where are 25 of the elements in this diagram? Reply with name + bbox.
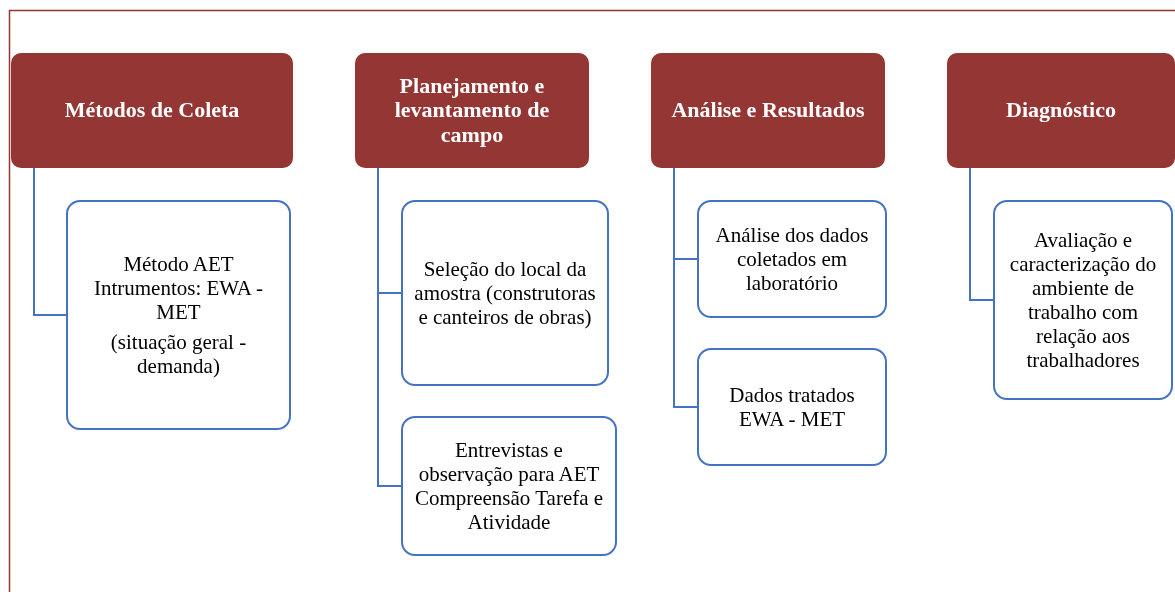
stage-header-box bbox=[11, 53, 293, 168]
task-box bbox=[401, 200, 609, 386]
task-box bbox=[697, 348, 887, 466]
connector-line bbox=[673, 167, 698, 408]
task-text: Entrevistas e observação para AET Compreensão Tarefa e Atividade bbox=[413, 437, 605, 535]
task-text: Seleção do local da amostra (construtoras e canteiros de obras) bbox=[413, 256, 597, 330]
stage-title: Planejamento e levantamento de campo bbox=[393, 74, 551, 147]
connector-line bbox=[969, 167, 994, 301]
stage-header-box bbox=[947, 53, 1175, 168]
task-text: Método AET Intrumentos: EWA - MET bbox=[92, 251, 265, 325]
stage-header-box bbox=[651, 53, 885, 168]
task-box bbox=[993, 200, 1173, 400]
stage-title: Análise e Resultados bbox=[671, 98, 865, 123]
task-box bbox=[697, 200, 887, 318]
stage-title: Métodos de Coleta bbox=[64, 98, 240, 123]
connector-line bbox=[33, 167, 67, 316]
task-text: Análise dos dados coletados em laboratório bbox=[714, 222, 870, 296]
stage-header-box bbox=[355, 53, 589, 168]
task-text: Dados tratados EWA - MET bbox=[728, 382, 856, 432]
task-box bbox=[401, 416, 617, 556]
stage-title: Diagnóstico bbox=[1006, 98, 1116, 123]
connector-line bbox=[377, 167, 402, 487]
task-box bbox=[66, 200, 291, 430]
task-text: (situação geral - demanda) bbox=[109, 330, 248, 379]
task-text: Avaliação e caracterização do ambiente de trabalho com relação aos trabalhadores bbox=[1008, 227, 1158, 373]
